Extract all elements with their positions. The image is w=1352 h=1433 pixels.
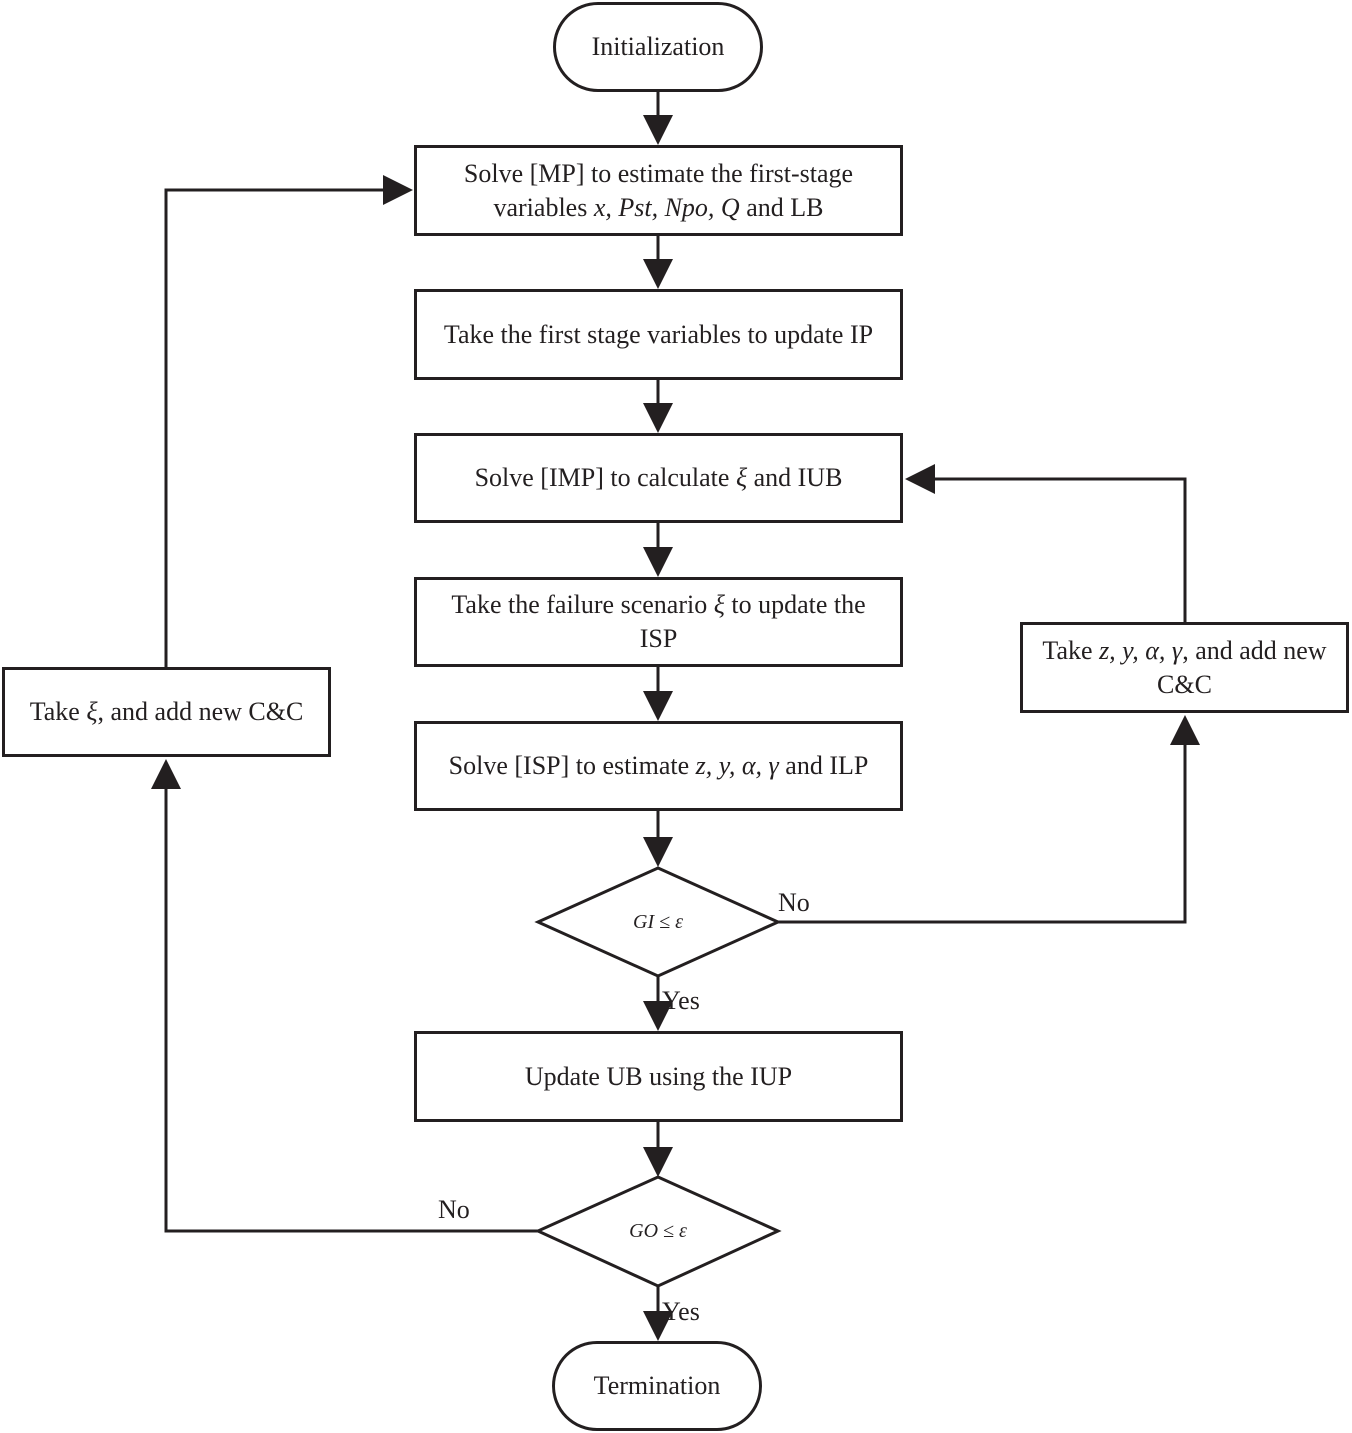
left-feedback-post: , and add new C&C [97, 697, 304, 726]
solve-mp-text: Solve [MP] to estimate the first-stage v… [464, 157, 853, 225]
solve-imp-post: and IUB [747, 463, 843, 492]
update-isp-text: Take the failure scenario ξ to update th… [451, 588, 865, 656]
left-feedback-text: Take ξ, and add new C&C [30, 695, 304, 729]
update-ip-node: Take the first stage variables to update… [414, 289, 903, 380]
inner-no-label: No [778, 888, 810, 917]
solve-mp-line2-pre: variables [493, 192, 594, 222]
update-ip-label: Take the first stage variables to update… [443, 319, 874, 349]
solve-isp-pre: Solve [ISP] to estimate [448, 751, 696, 780]
solve-mp-line2-post: and LB [739, 192, 824, 222]
decision-inner-label: GI ≤ ε [598, 906, 718, 938]
decision-outer-shape [534, 1175, 782, 1288]
solve-mp-vars: x, Pst, Npo, Q [593, 192, 740, 222]
solve-imp-text: Solve [IMP] to calculate ξ and IUB [475, 461, 843, 495]
right-feedback-vars: z, y, α, γ [1099, 635, 1183, 665]
right-feedback-line1-pre: Take [1042, 635, 1100, 665]
update-isp-node: Take the failure scenario ξ to update th… [414, 577, 903, 667]
right-feedback-text: Take z, y, α, γ, and add new C&C [1042, 634, 1326, 702]
decision-inner-text: GI ≤ ε [633, 910, 683, 933]
initialization-node: Initialization [553, 2, 763, 92]
solve-imp-pre: Solve [IMP] to calculate [474, 463, 736, 492]
solve-imp-var: ξ [735, 463, 748, 492]
right-feedback-line1-post: , and add new [1182, 635, 1327, 665]
arrow-outer-no-to-left-box [151, 759, 538, 1233]
arrow-left-box-to-mp [164, 175, 413, 667]
arrow-right-box-to-imp [905, 464, 1187, 622]
solve-isp-node: Solve [ISP] to estimate z, y, α, γ and I… [414, 721, 903, 811]
outer-no-label: No [438, 1195, 470, 1224]
outer-yes-label: Yes [662, 1297, 700, 1326]
update-isp-line1-pre: Take the failure scenario [451, 590, 714, 619]
solve-isp-vars: z, y, α, γ [695, 751, 779, 780]
left-feedback-node: Take ξ, and add new C&C [2, 667, 331, 757]
inner-yes-label: Yes [662, 986, 700, 1015]
right-feedback-line2: C&C [1157, 669, 1212, 699]
decision-inner-shape [534, 866, 782, 978]
decision-outer-label: GO ≤ ε [598, 1215, 718, 1247]
update-ub-node: Update UB using the IUP [414, 1031, 903, 1122]
termination-label: Termination [593, 1371, 721, 1400]
update-isp-line1-post: to update the [724, 590, 866, 619]
initialization-label: Initialization [591, 32, 725, 61]
decision-outer-text: GO ≤ ε [629, 1219, 687, 1242]
left-feedback-pre: Take [29, 697, 87, 726]
termination-node: Termination [552, 1341, 762, 1431]
solve-mp-line1: Solve [MP] to estimate the first-stage [463, 158, 854, 188]
update-ub-label: Update UB using the IUP [524, 1061, 793, 1091]
right-feedback-node: Take z, y, α, γ, and add new C&C [1020, 622, 1349, 713]
solve-isp-post: and ILP [778, 751, 869, 780]
solve-mp-node: Solve [MP] to estimate the first-stage v… [414, 145, 903, 236]
solve-imp-node: Solve [IMP] to calculate ξ and IUB [414, 433, 903, 523]
arrow-inner-no-to-right-box [776, 715, 1200, 924]
update-isp-line2: ISP [639, 624, 678, 653]
update-isp-var: ξ [713, 590, 725, 619]
left-feedback-var: ξ [86, 697, 98, 726]
solve-isp-text: Solve [ISP] to estimate z, y, α, γ and I… [449, 749, 869, 783]
